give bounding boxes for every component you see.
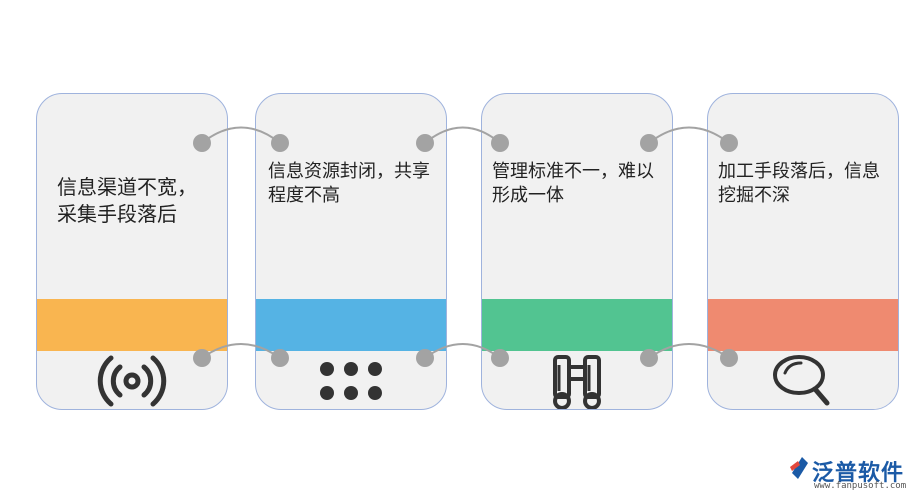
card-2: 信息资源封闭，共享程度不高: [255, 93, 447, 410]
six-dots-grid-icon: [256, 351, 446, 409]
card-3-text: 管理标准不一，难以形成一体: [492, 161, 654, 207]
binoculars-icon: [482, 351, 672, 409]
card-3: 管理标准不一，难以形成一体: [481, 93, 673, 410]
card-4-text: 加工手段落后，信息挖掘不深: [718, 161, 880, 207]
brand-logo: 泛普软件 www.fanpusoft.com: [788, 455, 913, 495]
card-1-color-band: [37, 299, 227, 351]
logo-mark-icon: [790, 457, 808, 479]
logo-url-text: www.fanpusoft.com: [814, 481, 907, 491]
card-2-text: 信息资源封闭，共享程度不高: [268, 161, 430, 207]
card-3-color-band: [482, 299, 672, 351]
card-2-color-band: [256, 299, 446, 351]
logo-brand-text: 泛普软件: [812, 461, 905, 486]
card-4-color-band: [708, 299, 898, 351]
magnifier-icon: [708, 351, 898, 409]
card-1-text: 信息渠道不宽，采集手段落后: [57, 175, 197, 226]
card-4: 加工手段落后，信息挖掘不深: [707, 93, 899, 410]
card-1: 信息渠道不宽，采集手段落后: [36, 93, 228, 410]
wireless-signal-icon: [37, 351, 227, 409]
